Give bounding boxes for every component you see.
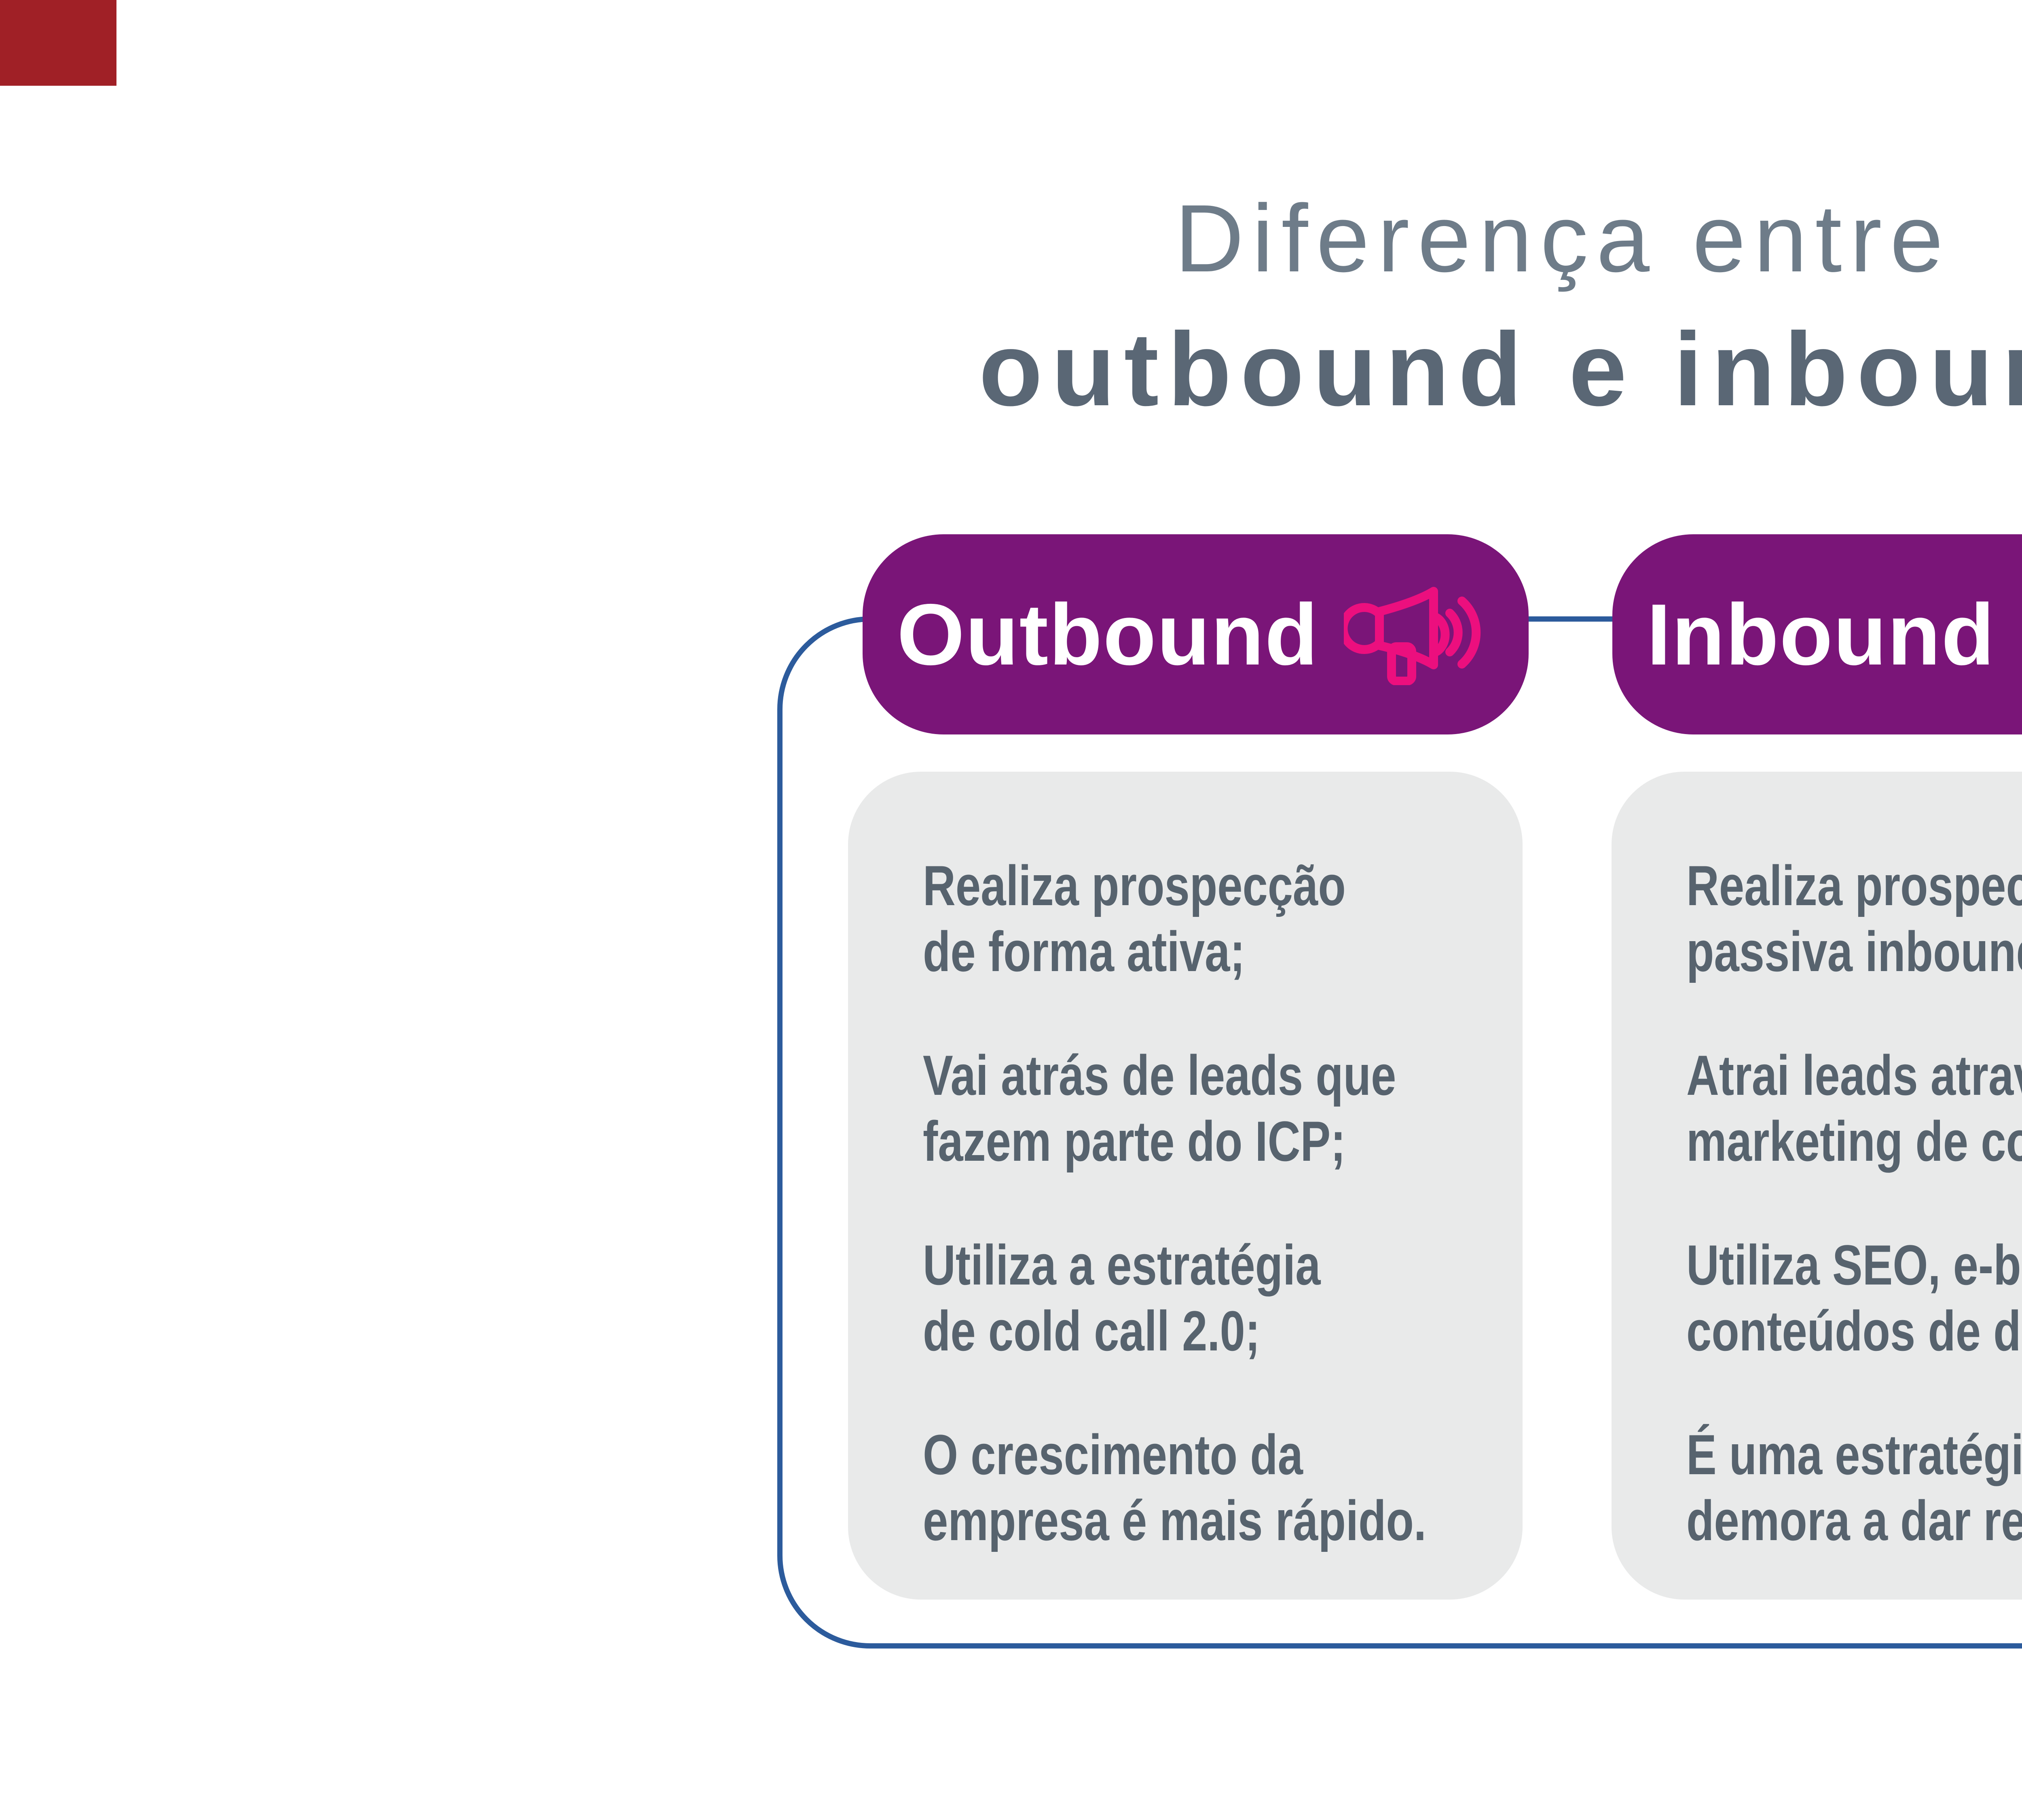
inbound-header-label: Inbound xyxy=(1647,585,1995,683)
inbound-header-pill: Inbound xyxy=(1612,534,2022,734)
outbound-header-pill: Outbound xyxy=(863,534,1529,734)
page-title-line1: Diferença entre xyxy=(1174,185,1952,292)
megaphone-icon xyxy=(1344,580,1481,685)
page-title-line2: outbound e inbound xyxy=(979,311,2022,427)
inbound-point-2: Atrai leads através demarketing de conte… xyxy=(1686,1043,2022,1173)
corner-marker xyxy=(0,0,116,86)
inbound-card: Realiza prospecçãopassiva inbound; Atrai… xyxy=(1612,772,2022,1600)
inbound-point-4: É uma estratégia quedemora a dar resulta… xyxy=(1686,1423,2022,1552)
inbound-point-3: Utiliza SEO, e-books econteúdos de downl… xyxy=(1686,1233,2022,1363)
outbound-header-label: Outbound xyxy=(897,585,1319,683)
inbound-point-1: Realiza prospecçãopassiva inbound; xyxy=(1686,854,2022,983)
